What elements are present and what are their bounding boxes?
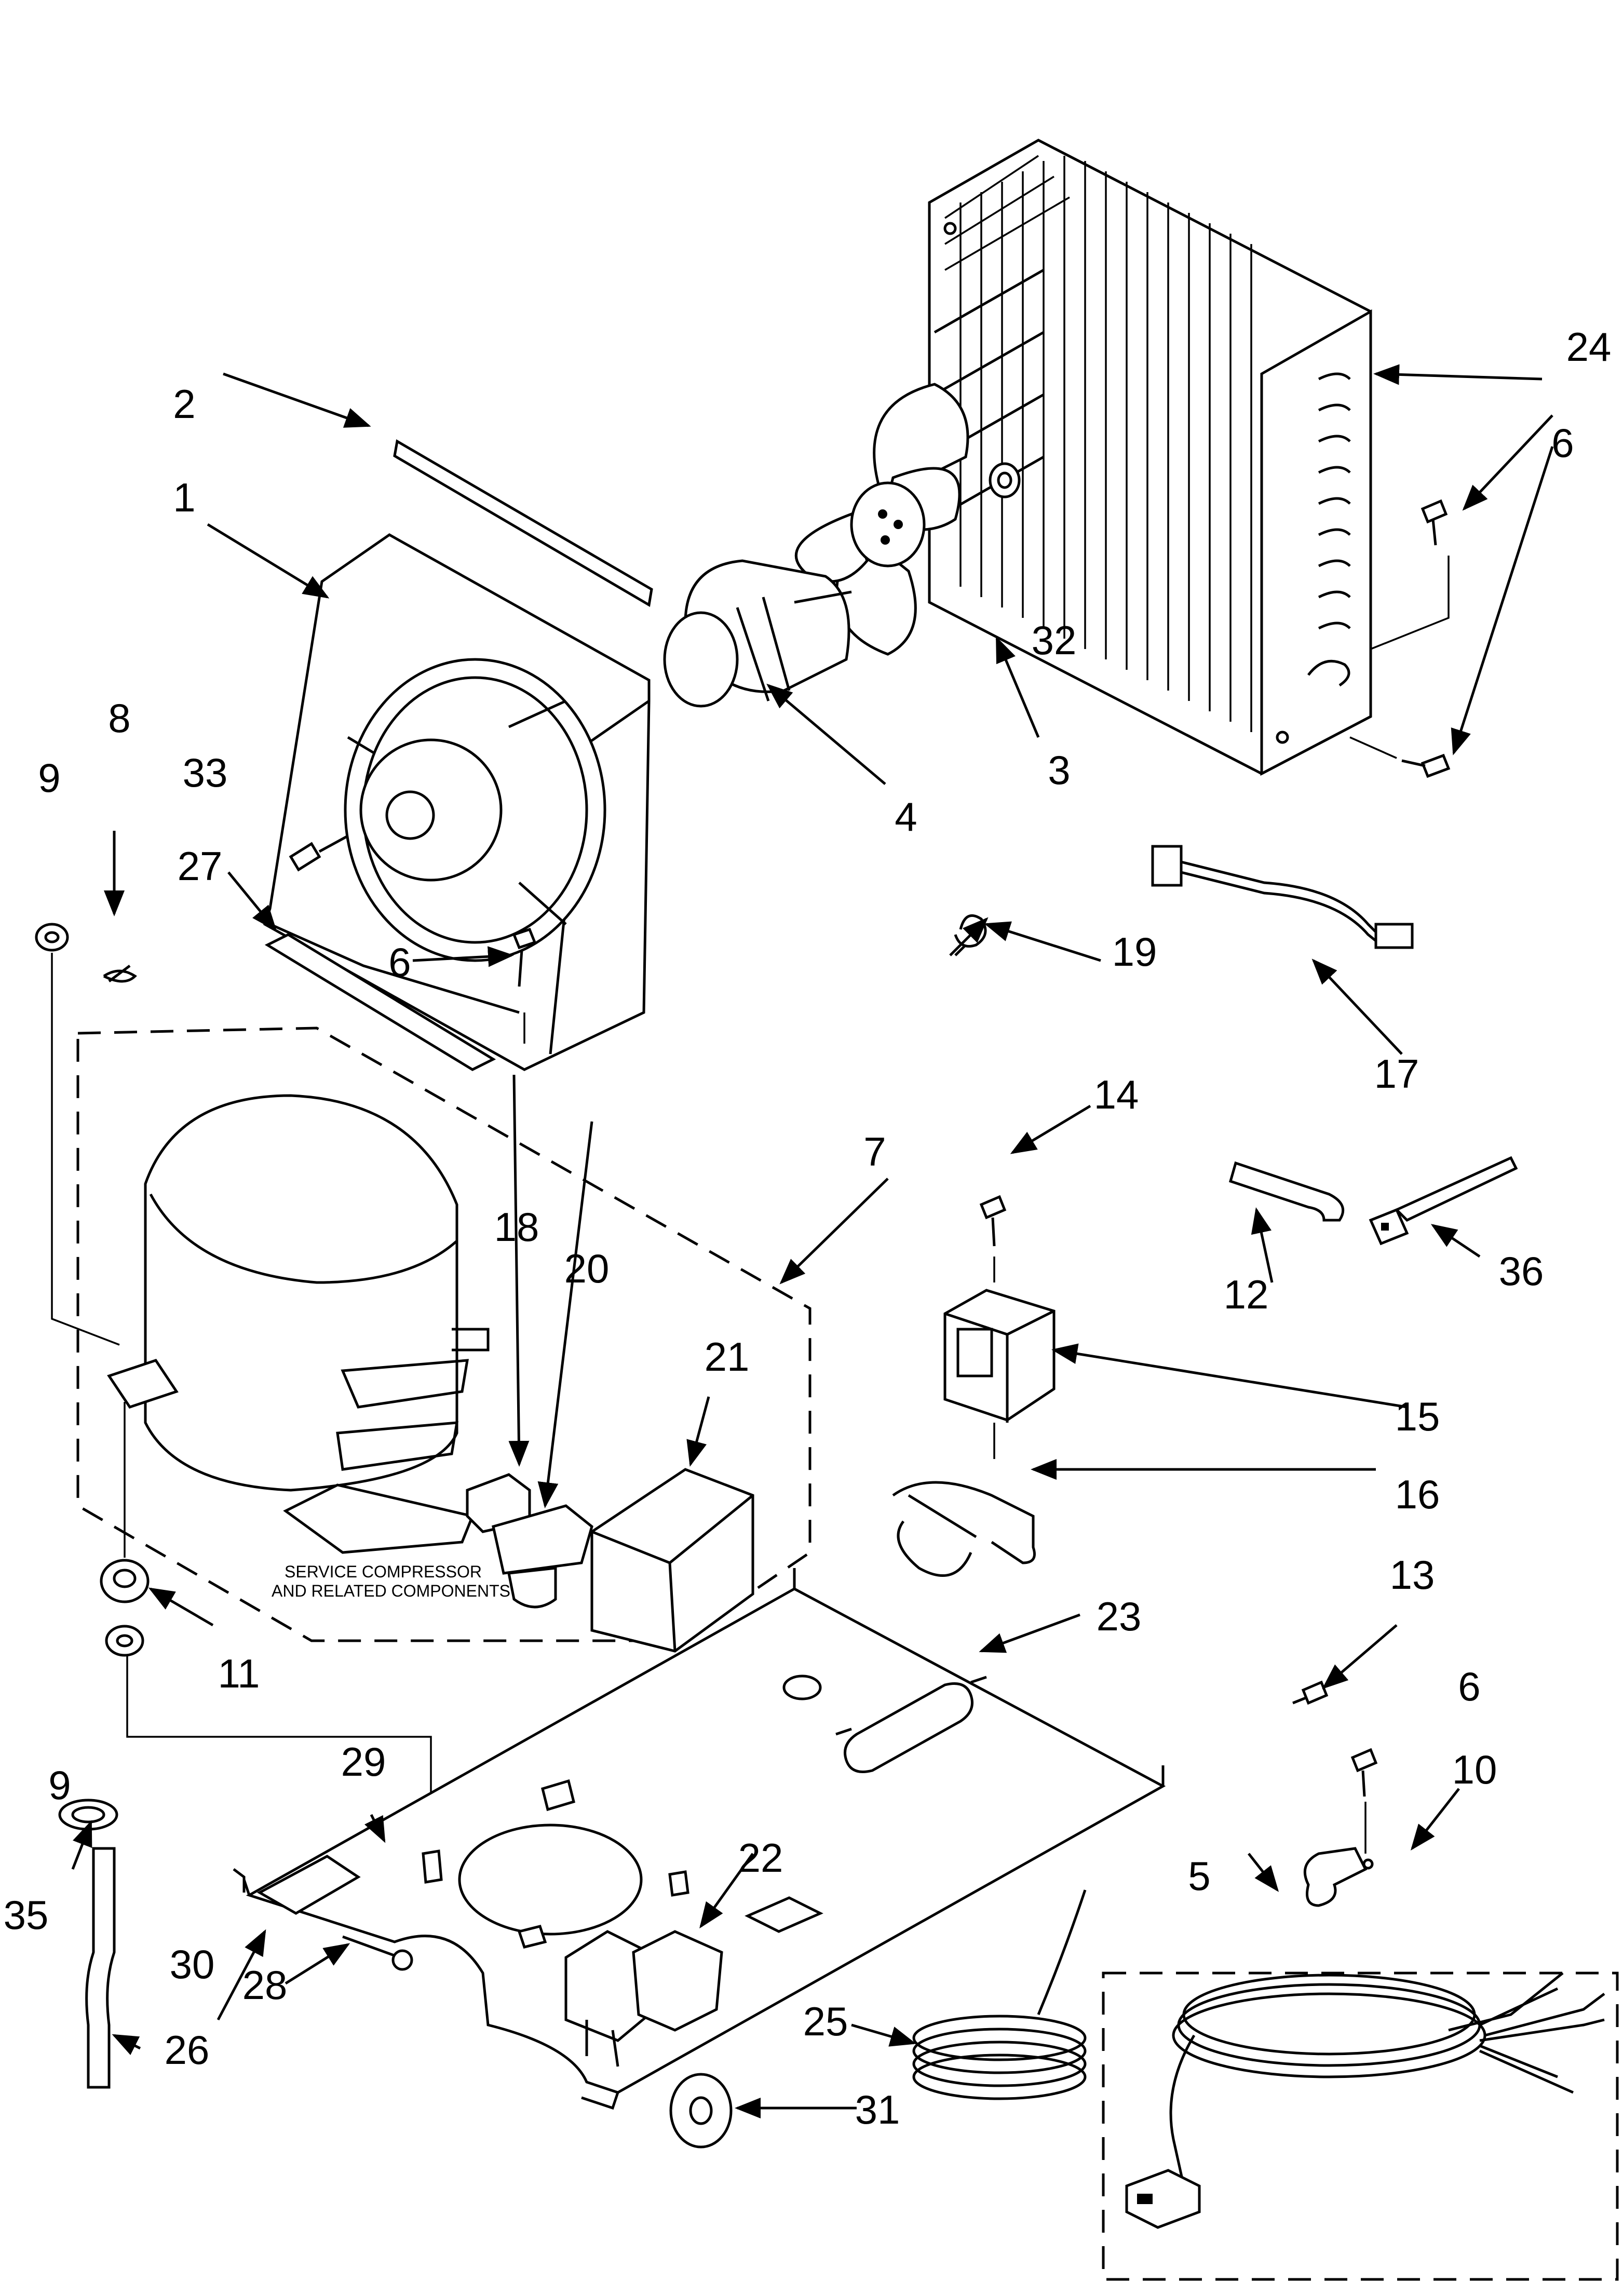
mounting-bracket [233,1855,361,1915]
callout-29: 29 [341,1739,386,1785]
callout-10: 10 [1452,1747,1497,1792]
small-tabs [422,1779,689,1949]
callout-20: 20 [564,1246,610,1291]
tubing-coil [912,1889,1087,2100]
callout-9-upper: 9 [38,755,60,801]
callout-15: 15 [1395,1394,1440,1439]
callout-7: 7 [863,1129,886,1174]
callout-5: 5 [1188,1853,1210,1899]
callout-14: 14 [1094,1072,1139,1117]
fan-blade [794,383,969,656]
callout-25: 25 [803,1998,848,2044]
callout-22: 22 [738,1835,783,1881]
wire-harness [1151,845,1414,949]
callout-17: 17 [1374,1051,1419,1097]
bolt [342,1935,413,1971]
callout-21: 21 [705,1334,750,1380]
wheel [669,2073,733,2149]
callout-19: 19 [1112,929,1157,975]
callout-18: 18 [494,1204,539,1250]
strip [393,439,653,607]
callout-11: 11 [218,1651,260,1696]
callout-4: 4 [895,794,917,840]
solenoid [943,1289,1056,1459]
callout-9-lower: 9 [48,1762,71,1808]
callout-16: 16 [1395,1471,1440,1517]
screw-33 [289,834,349,872]
screw-14 [979,1195,1007,1282]
condenser [928,139,1372,776]
callout-30: 30 [170,1941,215,1987]
drier [835,1676,987,1773]
callout-6-shroud: 6 [388,939,411,985]
grommet-upper [35,923,120,1346]
callout-32: 32 [1032,617,1077,663]
screw-13 [1292,1680,1329,1705]
cord-clamp [1303,1847,1374,1907]
callout-1: 1 [173,475,195,520]
callout-6-clamp: 6 [1458,1664,1480,1709]
callout-27: 27 [178,843,223,889]
callout-8: 8 [108,695,130,741]
isolator [100,1402,150,1603]
spacer [989,462,1021,498]
callout-2: 2 [173,381,195,427]
screw-6-shroud [512,927,537,1044]
tube-12 [1228,1161,1345,1222]
callout-28: 28 [242,1962,288,2008]
group-note-line1: SERVICE COMPRESSOR [285,1562,482,1581]
relay [492,1504,593,1609]
power-cord [1125,1972,1605,2229]
callout-26: 26 [165,2027,210,2073]
callout-36: 36 [1499,1248,1544,1294]
power-cord-group [1102,1971,1619,2281]
drain-tube [85,1847,116,2089]
screw-6-condenser-top [1370,499,1450,650]
fan-motor [663,559,852,708]
bracket-16 [892,1481,1036,1577]
fan-shroud [263,533,651,1071]
clip [103,965,137,983]
compressor [107,1094,490,1554]
screw-6-condenser-bottom [1349,736,1451,778]
callout-35: 35 [4,1892,49,1938]
bracket [264,933,496,1071]
callout-23: 23 [1097,1593,1142,1639]
cable-tie [1369,1156,1518,1246]
callout-3: 3 [1048,747,1070,793]
callout-33: 33 [183,750,228,795]
screw-6-clamp [1350,1748,1378,1854]
grommet-lower [105,1625,432,1822]
callout-24: 24 [1566,324,1612,370]
callout-31: 31 [855,2087,900,2132]
relay-cover [590,1468,754,1653]
callout-12: 12 [1224,1272,1269,1317]
water-valve [564,1930,723,2067]
callout-6-condenser: 6 [1551,420,1574,466]
callout-13: 13 [1390,1552,1435,1598]
group-note-line2: AND RELATED COMPONENTS [272,1582,510,1600]
